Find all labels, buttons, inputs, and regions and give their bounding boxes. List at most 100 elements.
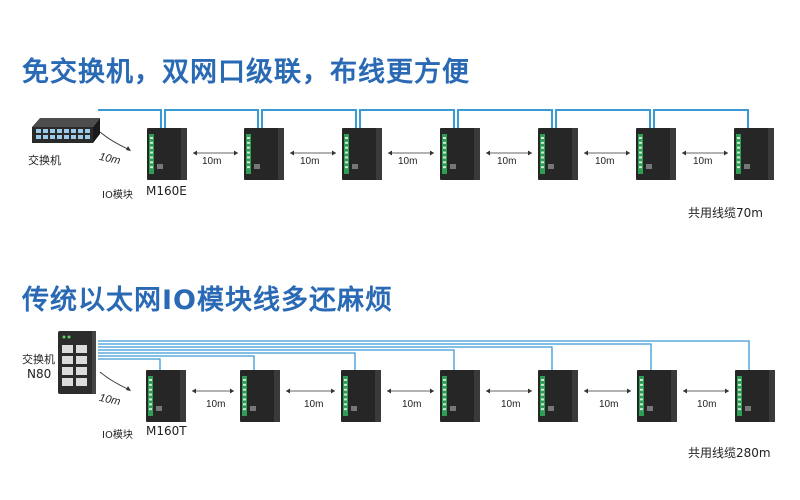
arrow-icon: [584, 150, 630, 156]
segment-length: 10m: [501, 399, 521, 410]
cascade-modules: [99, 128, 774, 180]
io-module: [440, 128, 480, 180]
io-module-label: IO模块: [102, 430, 133, 441]
port-icon: [548, 164, 554, 169]
port-icon: [157, 164, 163, 169]
star-cable: [98, 349, 455, 370]
port-icon: [76, 378, 87, 386]
port-icon: [450, 164, 456, 169]
cascade-cable: [98, 109, 749, 128]
daisy-chain-cables: [98, 109, 749, 128]
io-module: [538, 370, 578, 422]
io-module: [636, 128, 676, 180]
terminal-block: [242, 376, 247, 416]
port-icon: [62, 345, 73, 353]
section1-heading: 免交换机，双网口级联，布线更方便: [22, 57, 470, 88]
uplink-arrow-icon: [99, 371, 131, 391]
segment-length: 10m: [304, 399, 324, 410]
segment-length: 10m: [497, 156, 517, 167]
total-cable-label: 共用线缆70m: [688, 206, 763, 220]
terminal-block: [540, 134, 545, 174]
star-cable: [98, 340, 750, 370]
arrow-icon: [683, 388, 729, 394]
segment-length: 10m: [402, 399, 422, 410]
segment-length: 10m: [697, 399, 717, 410]
terminal-block: [737, 376, 742, 416]
segment-length: 10m: [693, 156, 713, 167]
port-icon: [156, 406, 162, 411]
arrow-icon: [192, 388, 234, 394]
io-module: [244, 128, 284, 180]
port-icon: [548, 406, 554, 411]
terminal-block: [246, 134, 251, 174]
arrow-icon: [486, 388, 532, 394]
total-cable-label: 共用线缆280m: [688, 446, 771, 460]
segment-length: 10m: [398, 156, 418, 167]
switch-label: 交换机: [22, 353, 55, 366]
io-module: [440, 370, 480, 422]
switch-icon: [58, 331, 96, 394]
switch-model-label: N80: [27, 367, 52, 381]
segment-length: 10m: [202, 156, 222, 167]
switch-icon: [32, 118, 100, 143]
terminal-block: [540, 376, 545, 416]
star-cable: [98, 343, 652, 370]
terminal-block: [442, 134, 447, 174]
arrow-icon: [387, 388, 434, 394]
star-cable: [98, 352, 356, 370]
io-module: [735, 370, 775, 422]
star-topology-cables: [98, 340, 750, 370]
port-icon: [62, 378, 73, 386]
segment-length: 10m: [206, 399, 226, 410]
terminal-block: [736, 134, 741, 174]
segment-length: 10m: [595, 156, 615, 167]
port-icon: [62, 367, 73, 375]
section2-heading: 传统以太网IO模块线多还麻烦: [22, 285, 393, 316]
port-icon: [647, 406, 653, 411]
terminal-block: [149, 134, 154, 174]
star-cable: [98, 346, 553, 370]
arrow-icon: [290, 150, 336, 156]
model-label: M160E: [146, 184, 187, 198]
port-icon: [450, 406, 456, 411]
io-module-label: IO模块: [102, 190, 133, 201]
port-icon: [76, 356, 87, 364]
arrow-icon: [388, 150, 434, 156]
arrow-icon: [584, 388, 631, 394]
segment-length: 10m: [599, 399, 619, 410]
terminal-block: [148, 376, 153, 416]
star-modules: [99, 370, 775, 422]
io-module: [147, 128, 187, 180]
io-module: [637, 370, 677, 422]
switch-label: 交换机: [28, 154, 61, 167]
terminal-block: [343, 376, 348, 416]
arrow-icon: [286, 388, 335, 394]
terminal-block: [639, 376, 644, 416]
star-cable: [98, 358, 161, 370]
port-icon: [76, 345, 87, 353]
port-icon: [352, 164, 358, 169]
terminal-block: [344, 134, 349, 174]
port-icon: [744, 164, 750, 169]
switches: [32, 118, 100, 394]
arrow-icon: [193, 150, 238, 156]
uplink-arrow-icon: [99, 131, 131, 151]
io-module: [342, 128, 382, 180]
port-icon: [646, 164, 652, 169]
port-icon: [62, 356, 73, 364]
port-icon: [250, 406, 256, 411]
io-module: [341, 370, 381, 422]
model-label: M160T: [146, 424, 187, 438]
terminal-block: [638, 134, 643, 174]
io-module: [734, 128, 774, 180]
port-icon: [254, 164, 260, 169]
io-module: [240, 370, 280, 422]
port-icon: [351, 406, 357, 411]
io-module: [538, 128, 578, 180]
port-icon: [76, 367, 87, 375]
port-icon: [745, 406, 751, 411]
io-module: [146, 370, 186, 422]
segment-length: 10m: [300, 156, 320, 167]
terminal-block: [442, 376, 447, 416]
